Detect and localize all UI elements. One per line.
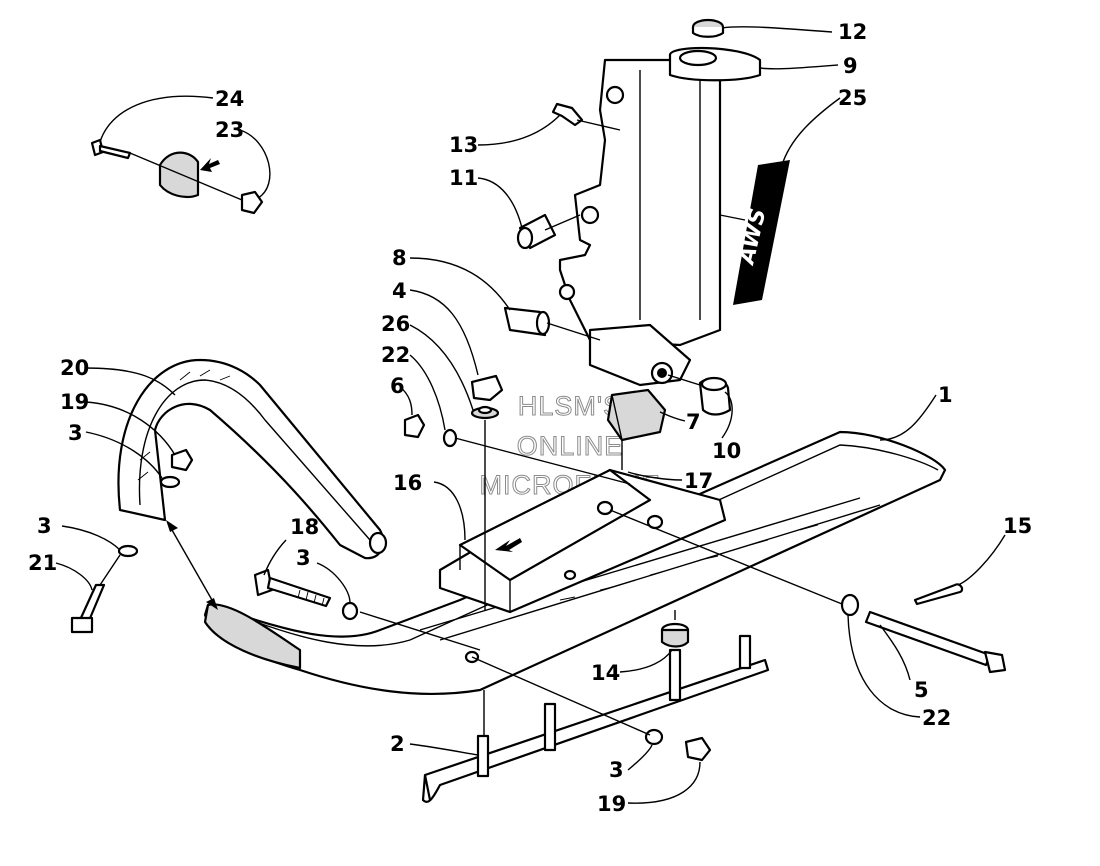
callout-19-bottom: 19 xyxy=(597,792,626,816)
callout-3-bottom: 3 xyxy=(609,758,624,782)
grease-fitting xyxy=(551,102,584,127)
callout-5: 5 xyxy=(914,678,929,702)
callout-3-left: 3 xyxy=(37,514,52,538)
callout-23: 23 xyxy=(215,118,244,142)
callout-26: 26 xyxy=(381,312,410,336)
callout-3-top: 3 xyxy=(68,421,83,445)
bolt-5 xyxy=(840,583,1007,674)
bushing-10 xyxy=(698,376,732,416)
callout-7: 7 xyxy=(686,410,701,434)
callout-10: 10 xyxy=(712,439,741,463)
callout-16: 16 xyxy=(393,471,422,495)
callout-20: 20 xyxy=(60,356,89,380)
bushing-8 xyxy=(503,306,551,337)
callout-6: 6 xyxy=(390,374,405,398)
wear-bar xyxy=(421,634,770,803)
spindle xyxy=(558,46,762,387)
callout-13: 13 xyxy=(449,133,478,157)
bushing-11 xyxy=(516,213,557,250)
bolt-24-assembly xyxy=(90,138,264,215)
loop-fasteners xyxy=(159,448,194,489)
callout-8: 8 xyxy=(392,246,407,270)
spacer-14 xyxy=(660,622,690,648)
callout-24: 24 xyxy=(215,87,244,111)
callout-12: 12 xyxy=(838,20,867,44)
callout-14: 14 xyxy=(591,661,620,685)
watermark-line-2: ONLINE xyxy=(517,431,624,461)
callout-25: 25 xyxy=(838,86,867,110)
callout-labels: 12 9 25 24 23 13 11 8 4 26 22 6 20 19 3 … xyxy=(28,20,1032,816)
spindle-nut-stack xyxy=(403,374,504,448)
plug xyxy=(691,18,725,38)
callout-11: 11 xyxy=(449,166,478,190)
callout-22-top: 22 xyxy=(381,343,410,367)
ski-saddle xyxy=(438,468,727,614)
callout-22-bottom: 22 xyxy=(922,706,951,730)
callout-3-mid: 3 xyxy=(296,546,311,570)
callout-18: 18 xyxy=(290,515,319,539)
assembly-lines xyxy=(99,119,843,736)
bolt-21 xyxy=(70,544,139,634)
callout-17: 17 xyxy=(684,469,713,493)
leader-lines xyxy=(55,26,1006,804)
callout-1: 1 xyxy=(938,383,953,407)
callout-21: 21 xyxy=(28,551,57,575)
callout-15: 15 xyxy=(1003,514,1032,538)
callout-9: 9 xyxy=(843,54,858,78)
nut-19-bottom xyxy=(644,728,712,762)
watermark-line-1: HLSM'S xyxy=(518,391,622,421)
bolt-18 xyxy=(253,568,359,621)
ski-loop xyxy=(117,358,388,560)
aws-decal: AWS ACTIVE WEIGHT SUSPENSION xyxy=(733,160,794,305)
callout-4: 4 xyxy=(392,279,407,303)
stopper-block xyxy=(606,388,667,442)
callout-19-top: 19 xyxy=(60,390,89,414)
callout-2: 2 xyxy=(390,732,405,756)
